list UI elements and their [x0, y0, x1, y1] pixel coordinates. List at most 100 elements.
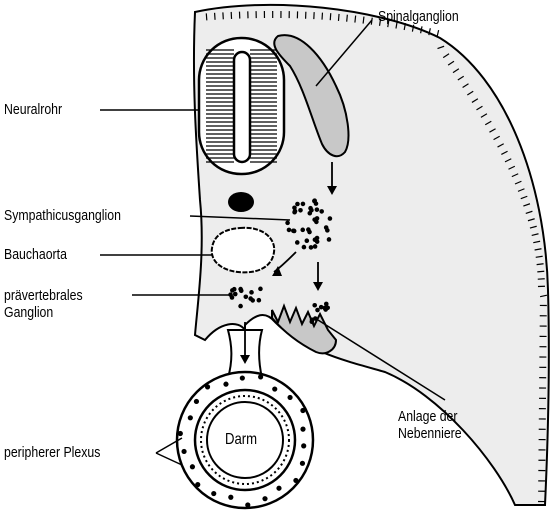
ganglion-cell-dot	[326, 237, 332, 242]
ganglion-cell-dot	[295, 201, 300, 207]
peripheral-plexus-dots	[177, 374, 307, 508]
plexus-dot	[187, 415, 193, 421]
label-spinalganglion: Spinalganglion	[378, 8, 459, 25]
ganglion-cell-dot	[309, 319, 315, 325]
ganglion-cell-dot	[312, 198, 317, 203]
ganglion-cell-dot	[312, 244, 318, 249]
epidermis-tick	[534, 248, 542, 251]
epidermis-tick	[497, 143, 504, 148]
epidermis-tick	[387, 20, 390, 28]
ganglion-cell-dot	[307, 210, 313, 216]
epidermis-tick	[514, 180, 522, 185]
notochord	[228, 192, 254, 212]
epidermis-tick	[437, 45, 445, 50]
epidermis-tick	[395, 21, 398, 29]
plexus-dot	[228, 494, 234, 500]
ganglion-cell-dot	[243, 294, 249, 300]
plexus-dot	[204, 384, 211, 390]
epidermis-tick	[442, 53, 450, 59]
epidermis-tick	[520, 195, 528, 200]
plexus-dot	[223, 381, 229, 387]
label-peripherer-plexus: peripherer Plexus	[4, 444, 101, 461]
epidermis-tick	[536, 263, 544, 266]
ganglion-cell-dot	[250, 298, 256, 303]
plexus-dot	[287, 394, 293, 401]
gut-dotted-ring	[200, 395, 290, 485]
epidermis-tick	[535, 255, 543, 258]
prevertebral-ganglion-cells	[228, 286, 263, 309]
epidermis-tick	[537, 270, 545, 273]
epidermis-tick	[378, 18, 382, 26]
ganglion-cell-dot	[300, 201, 306, 207]
ganglion-cell-dot	[286, 227, 292, 233]
ganglion-cell-dot	[325, 228, 330, 233]
epidermis-tick	[420, 26, 423, 34]
label-anlage-nebenniere: Anlage der Nebenniere	[398, 408, 462, 442]
epidermis-tick	[452, 68, 460, 74]
label-praevertebrales-line2: Ganglion	[4, 304, 54, 321]
ganglion-cell-dot	[300, 227, 306, 233]
epidermis-tick	[411, 24, 415, 32]
epidermis-tick	[504, 158, 512, 163]
epidermis-tick	[462, 83, 469, 89]
leader-plexus-b	[155, 452, 183, 466]
ganglion-cell-dot	[294, 240, 300, 245]
epidermis-tick	[354, 15, 357, 23]
plexus-dot	[299, 460, 306, 466]
ganglion-cell-dot	[292, 208, 298, 214]
epidermis-tick	[508, 165, 516, 170]
label-anlage-line2: Nebenniere	[398, 425, 462, 442]
plexus-dot	[272, 386, 278, 392]
ganglion-cell-dot	[308, 245, 314, 250]
epidermis-tick	[489, 128, 496, 133]
ganglion-cell-dot	[314, 216, 320, 221]
epidermis-tick	[517, 188, 525, 192]
plexus-dot	[177, 430, 183, 437]
ganglion-cell-dot	[229, 295, 235, 300]
epidermis-tick	[457, 75, 465, 81]
plexus-dot	[189, 464, 196, 470]
neural-tube-hatching	[206, 49, 277, 163]
abdominal-aorta	[210, 226, 276, 274]
label-bauchaorta: Bauchaorta	[4, 246, 67, 263]
label-praevertebrales-line1: prävertebrales	[4, 287, 83, 304]
adrenal-gland-anlage	[271, 303, 338, 355]
ganglion-cell-dot	[249, 290, 254, 295]
adrenal-migrating-cells	[309, 301, 330, 325]
leader-anlage	[317, 319, 446, 401]
sympathetic-ganglion-cells	[285, 198, 333, 250]
plexus-dot	[195, 482, 201, 488]
ganglion-cell-dot	[312, 237, 318, 243]
label-darm: Darm	[225, 431, 258, 448]
epidermis-tick	[447, 60, 455, 66]
ganglion-cell-dot	[325, 305, 330, 311]
label-praevertebrales-ganglion: prävertebrales Ganglion	[4, 287, 83, 321]
epidermis-tick	[493, 135, 500, 141]
gut-lumen	[206, 401, 284, 479]
ganglion-cell-dot	[318, 304, 324, 310]
plexus-dot	[193, 398, 200, 405]
epidermis-tick	[529, 225, 537, 229]
epidermis-tick	[466, 90, 474, 96]
leader-lines	[100, 19, 446, 466]
ganglion-cell-dot	[327, 216, 333, 221]
epidermis-tick	[346, 14, 348, 22]
epidermis-tick	[428, 28, 431, 36]
ganglion-cell-dot	[319, 209, 324, 214]
plexus-dot	[300, 426, 306, 432]
epidermis-tick	[531, 233, 539, 236]
plexus-dot	[300, 407, 306, 414]
ganglion-cell-dot	[256, 297, 262, 303]
spinal-ganglion	[273, 34, 350, 158]
ganglion-cell-dot	[232, 291, 238, 297]
epidermis-tick	[484, 120, 492, 126]
ganglion-cell-dot	[238, 303, 243, 309]
ganglion-cell-dot	[315, 307, 320, 313]
epidermis-tick	[436, 30, 440, 38]
epidermis-tick	[480, 113, 488, 118]
arrowhead-3	[313, 282, 323, 291]
ganglion-cell-dot	[301, 244, 307, 250]
ganglion-cell-dot	[291, 228, 297, 234]
plexus-dot	[211, 490, 217, 497]
